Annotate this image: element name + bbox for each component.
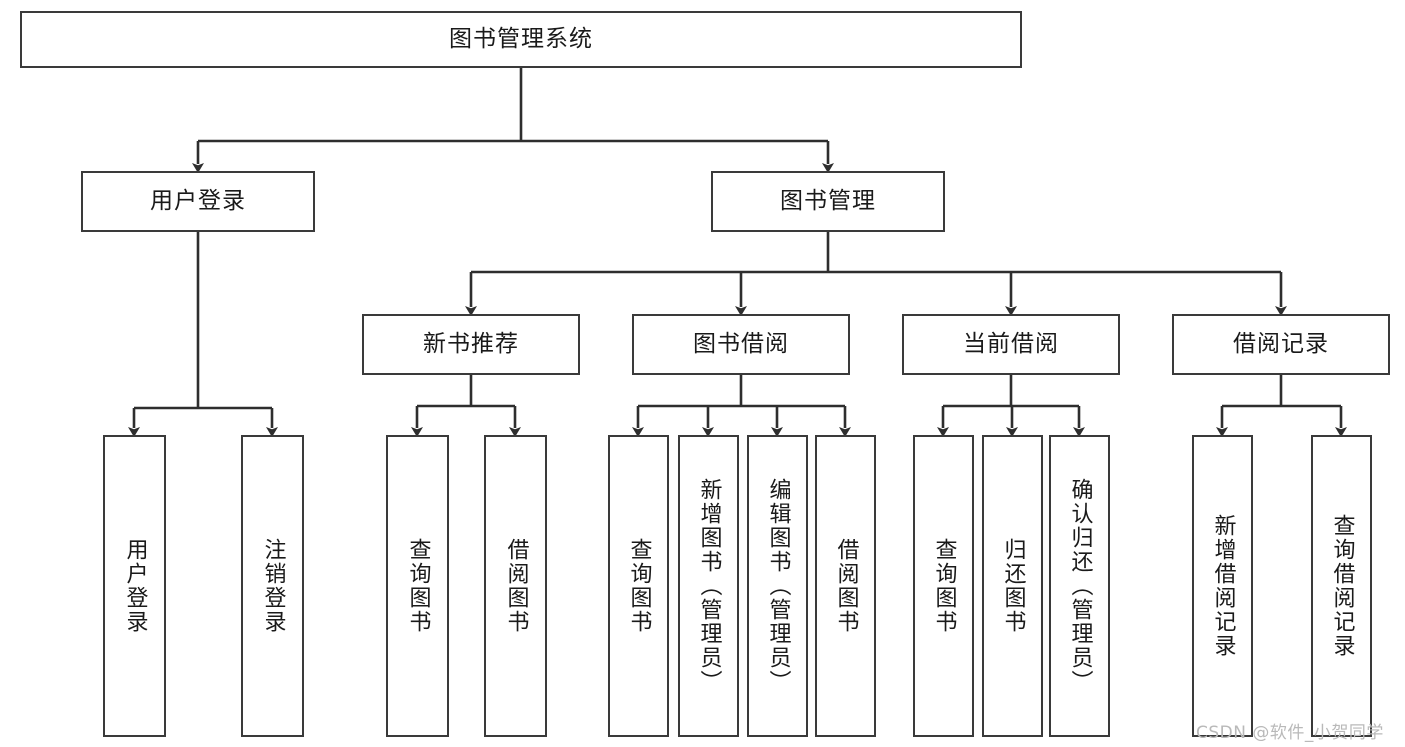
leaf-user-login-label: 用户登录 — [122, 538, 148, 634]
node-book-borrow-label: 图书借阅 — [693, 330, 789, 357]
node-new-book-recommend-label: 新书推荐 — [423, 330, 519, 357]
leaf-user-logout-label: 注销登录 — [260, 538, 286, 634]
csdn-watermark: CSDN @软件_小贺同学 — [1196, 723, 1384, 743]
leaf-current-confirm-label: 确认归还（管理员） — [1067, 478, 1093, 694]
leaf-borrow-query[interactable]: 查询图书 — [608, 435, 669, 737]
leaf-current-return-label: 归还图书 — [1000, 538, 1026, 634]
node-new-book-recommend[interactable]: 新书推荐 — [362, 314, 580, 375]
leaf-borrow-query-label: 查询图书 — [626, 538, 652, 634]
leaf-record-add-label: 新增借阅记录 — [1210, 514, 1236, 658]
node-root-label: 图书管理系统 — [449, 25, 593, 52]
leaf-borrow-add[interactable]: 新增图书（管理员） — [678, 435, 739, 737]
leaf-current-query[interactable]: 查询图书 — [913, 435, 974, 737]
node-user-login-label: 用户登录 — [150, 187, 246, 214]
leaf-record-query-label: 查询借阅记录 — [1329, 514, 1355, 658]
leaf-recommend-query-label: 查询图书 — [405, 538, 431, 634]
leaf-current-confirm[interactable]: 确认归还（管理员） — [1049, 435, 1110, 737]
leaf-current-return[interactable]: 归还图书 — [982, 435, 1043, 737]
leaf-borrow-add-label: 新增图书（管理员） — [696, 478, 722, 694]
leaf-current-query-label: 查询图书 — [931, 538, 957, 634]
leaf-recommend-borrow-label: 借阅图书 — [503, 538, 529, 634]
node-book-manage-label: 图书管理 — [780, 187, 876, 214]
leaf-borrow-edit-label: 编辑图书（管理员） — [765, 478, 791, 694]
leaf-user-login[interactable]: 用户登录 — [103, 435, 166, 737]
node-book-manage[interactable]: 图书管理 — [711, 171, 945, 232]
node-current-borrow[interactable]: 当前借阅 — [902, 314, 1120, 375]
node-borrow-record-label: 借阅记录 — [1233, 330, 1329, 357]
leaf-borrow-edit[interactable]: 编辑图书（管理员） — [747, 435, 808, 737]
leaf-record-query[interactable]: 查询借阅记录 — [1311, 435, 1372, 737]
leaf-recommend-borrow[interactable]: 借阅图书 — [484, 435, 547, 737]
node-current-borrow-label: 当前借阅 — [963, 330, 1059, 357]
leaf-recommend-query[interactable]: 查询图书 — [386, 435, 449, 737]
node-book-borrow[interactable]: 图书借阅 — [632, 314, 850, 375]
leaf-record-add[interactable]: 新增借阅记录 — [1192, 435, 1253, 737]
leaf-borrow-lend-label: 借阅图书 — [833, 538, 859, 634]
node-user-login[interactable]: 用户登录 — [81, 171, 315, 232]
leaf-user-logout[interactable]: 注销登录 — [241, 435, 304, 737]
leaf-borrow-lend[interactable]: 借阅图书 — [815, 435, 876, 737]
node-root[interactable]: 图书管理系统 — [20, 11, 1022, 68]
node-borrow-record[interactable]: 借阅记录 — [1172, 314, 1390, 375]
